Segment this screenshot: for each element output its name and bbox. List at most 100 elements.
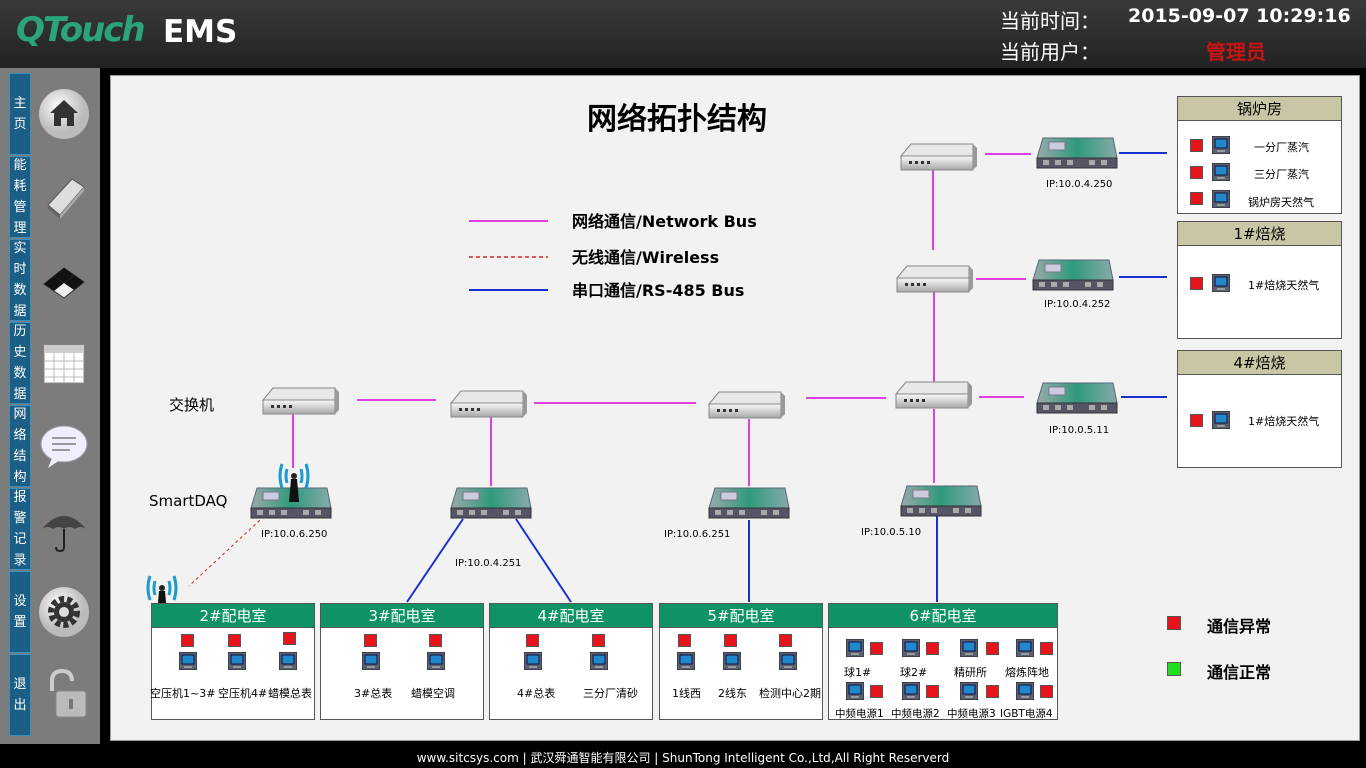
ip-label: IP:10.0.4.250 bbox=[1046, 179, 1112, 190]
panel-title-roast1: 1#焙烧 bbox=[1177, 221, 1342, 246]
book-icon[interactable] bbox=[38, 171, 90, 223]
device-label: 球1# bbox=[844, 666, 872, 679]
power-meter-icon bbox=[846, 682, 864, 700]
network-switch-5 bbox=[896, 265, 974, 293]
wireless-link bbox=[188, 507, 274, 587]
smartdaq-label: SmartDAQ bbox=[149, 492, 227, 510]
power-meter-icon bbox=[1016, 639, 1034, 657]
nav-tab-settings[interactable]: 设置 bbox=[9, 571, 31, 653]
device-label: 空压机1~3# bbox=[150, 687, 216, 700]
calendar-icon[interactable] bbox=[38, 337, 90, 389]
power-meter-icon bbox=[902, 639, 920, 657]
room-body-4 bbox=[489, 627, 653, 720]
smartdaq-board-5 bbox=[1036, 137, 1118, 169]
device-label: 熔炼阵地 bbox=[1005, 666, 1049, 679]
power-meter-icon bbox=[846, 639, 864, 657]
status-indicator bbox=[986, 642, 999, 655]
network-topology-diagram: 网络拓扑结构 网络通信/Network Bus 无线通信/Wireless 串口… bbox=[146, 102, 1167, 616]
power-meter-icon bbox=[1212, 163, 1230, 181]
device-label: 1线西 bbox=[672, 687, 701, 700]
device-label: 一分厂蒸汽 bbox=[1254, 141, 1309, 154]
gear-icon[interactable] bbox=[38, 586, 90, 638]
nav-tab-home[interactable]: 主页 bbox=[9, 73, 31, 155]
power-meter-icon bbox=[590, 652, 608, 670]
power-meter-icon bbox=[960, 682, 978, 700]
power-meter-icon bbox=[1212, 274, 1230, 292]
status-indicator bbox=[526, 634, 539, 647]
power-meter-icon bbox=[228, 652, 246, 670]
power-meter-icon bbox=[179, 652, 197, 670]
nav-tab-alarm[interactable]: 报警记录 bbox=[9, 488, 31, 570]
panel-title-boiler: 锅炉房 bbox=[1177, 96, 1342, 121]
room-title-2: 2#配电室 bbox=[151, 603, 315, 628]
umbrella-icon[interactable] bbox=[38, 503, 90, 555]
status-indicator bbox=[870, 642, 883, 655]
network-bus-lines bbox=[292, 153, 1031, 486]
power-meter-icon bbox=[960, 639, 978, 657]
device-label: 球2# bbox=[900, 666, 928, 679]
status-indicator bbox=[283, 632, 296, 645]
status-indicator bbox=[181, 634, 194, 647]
nav-tab-realtime[interactable]: 实时数据 bbox=[9, 239, 31, 321]
device-label: 蜡模总表 bbox=[268, 687, 312, 700]
ip-label: IP:10.0.6.251 bbox=[664, 529, 730, 540]
device-label: 2线东 bbox=[718, 687, 747, 700]
panel-body-boiler bbox=[1177, 120, 1342, 214]
smartdaq-board-2 bbox=[450, 487, 532, 519]
network-switch-1 bbox=[262, 387, 340, 415]
room-title-5: 5#配电室 bbox=[659, 603, 823, 628]
unlock-icon[interactable] bbox=[38, 669, 90, 721]
device-label: 中频电源1 bbox=[835, 708, 884, 720]
device-label: 中频电源2 bbox=[891, 708, 940, 720]
device-label: 蜡模空调 bbox=[411, 687, 455, 700]
power-meter-icon bbox=[1016, 682, 1034, 700]
nav-tab-history[interactable]: 历史数据 bbox=[9, 322, 31, 404]
rs485-bus-lines bbox=[406, 152, 1167, 603]
room-title-4: 4#配电室 bbox=[489, 603, 653, 628]
status-indicator bbox=[1190, 414, 1203, 427]
checker-icon[interactable] bbox=[38, 254, 90, 306]
panel-body-roast1 bbox=[1177, 245, 1342, 339]
status-indicator bbox=[1190, 139, 1203, 152]
power-meter-icon bbox=[902, 682, 920, 700]
device-label: 检测中心2期 bbox=[759, 687, 821, 700]
status-normal-swatch bbox=[1167, 662, 1181, 676]
nav-tab-network[interactable]: 网络结构 bbox=[9, 405, 31, 487]
power-meter-icon bbox=[677, 652, 695, 670]
power-meter-icon bbox=[524, 652, 542, 670]
product-name: EMS bbox=[163, 14, 238, 50]
status-indicator bbox=[592, 634, 605, 647]
nav-tab-energy[interactable]: 能耗管理 bbox=[9, 156, 31, 238]
status-indicator bbox=[926, 642, 939, 655]
status-abnormal-swatch bbox=[1167, 616, 1181, 630]
device-label: 4#总表 bbox=[517, 687, 556, 700]
status-indicator bbox=[429, 634, 442, 647]
power-meter-icon bbox=[1212, 411, 1230, 429]
nav-tab-logout[interactable]: 退出 bbox=[9, 654, 31, 736]
status-abnormal-label: 通信异常 bbox=[1207, 617, 1272, 636]
chat-icon[interactable] bbox=[38, 420, 90, 472]
network-switch-2 bbox=[450, 390, 528, 418]
device-label: 三分厂蒸汽 bbox=[1254, 168, 1309, 181]
status-indicator bbox=[364, 634, 377, 647]
panel-title-roast4: 4#焙烧 bbox=[1177, 350, 1342, 375]
device-label: 1#焙烧天然气 bbox=[1248, 279, 1320, 292]
device-label: 中频电源3 bbox=[947, 708, 996, 720]
panel-body-roast4 bbox=[1177, 374, 1342, 468]
legend-network-label: 网络通信/Network Bus bbox=[572, 212, 757, 231]
device-label: 空压机4# bbox=[218, 687, 268, 700]
power-meter-icon bbox=[779, 652, 797, 670]
status-indicator bbox=[1190, 192, 1203, 205]
status-normal-label: 通信正常 bbox=[1207, 663, 1272, 682]
device-label: 3#总表 bbox=[354, 687, 393, 700]
room-body-3 bbox=[320, 627, 484, 720]
legend-rs485-label: 串口通信/RS-485 Bus bbox=[572, 281, 744, 300]
room-title-6: 6#配电室 bbox=[828, 603, 1058, 628]
status-indicator bbox=[986, 685, 999, 698]
status-indicator bbox=[1190, 277, 1203, 290]
power-meter-icon bbox=[279, 652, 297, 670]
room-title-3: 3#配电室 bbox=[320, 603, 484, 628]
device-label: 锅炉房天然气 bbox=[1248, 196, 1314, 209]
home-icon[interactable] bbox=[38, 88, 90, 140]
device-label: 1#焙烧天然气 bbox=[1248, 415, 1320, 428]
